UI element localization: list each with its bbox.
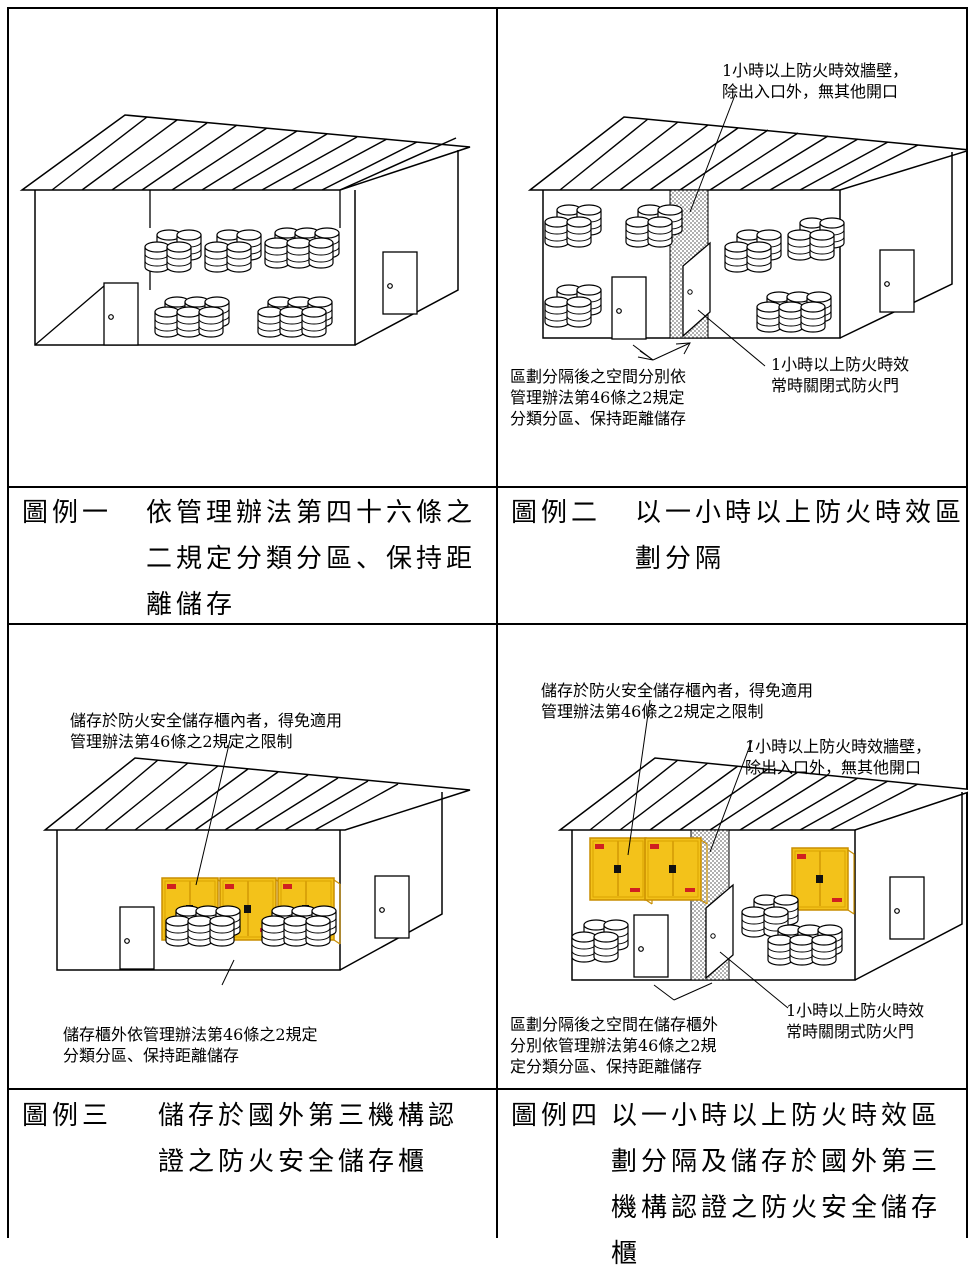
caption-label: 圖例三 [22, 1101, 113, 1131]
caption-panel-3: 圖例三 儲存於國外第三機構認證之防火安全儲存櫃 [22, 1093, 490, 1233]
panel-4-illustration [498, 625, 975, 1088]
annotation-divided-space: 區劃分隔後之空間分別依管理辦法第46條之2規定分類分區、保持距離儲存 [510, 367, 687, 428]
annotation-fire-wall: 1小時以上防火時效牆壁，除出入口外，無其他開口 [745, 737, 932, 777]
caption-text: 依管理辦法第四十六條之二規定分類分區、保持距離儲存 [146, 498, 477, 620]
caption-text: 以一小時以上防火時效區劃分隔 [635, 498, 966, 574]
annotation-divided-space: 區劃分隔後之空間在儲存櫃外分別依管理辦法第46條之2規定分類分區、保持距離儲存 [510, 1015, 719, 1076]
warehouse-illustration [19, 114, 471, 346]
table-row-divider [7, 623, 968, 625]
panel-2-illustration [498, 9, 971, 486]
annotation-fire-wall: 1小時以上防火時效牆壁，除出入口外，無其他開口 [722, 61, 909, 101]
annotation-cabinet-exemption: 儲存於防火安全儲存櫃內者，得免適用管理辦法第46條之2規定之限制 [70, 711, 343, 751]
table-row-divider [7, 486, 968, 488]
panel-1-illustration [9, 9, 496, 486]
caption-label: 圖例四 [511, 1101, 602, 1131]
annotation-fire-door: 1小時以上防火時效常時關閉式防火門 [771, 355, 910, 395]
warehouse-illustration [557, 699, 975, 1009]
caption-label: 圖例一 [22, 498, 113, 528]
table-column-divider [496, 7, 498, 1238]
caption-panel-4: 圖例四 以一小時以上防火時效區劃分隔及儲存於國外第三機構認證之防火安全儲存櫃 [511, 1093, 963, 1269]
caption-panel-1: 圖例一 依管理辦法第四十六條之二規定分類分區、保持距離儲存 [22, 490, 490, 620]
caption-text: 儲存於國外第三機構認證之防火安全儲存櫃 [158, 1101, 459, 1177]
caption-label: 圖例二 [511, 498, 602, 528]
annotation-cabinet-exemption: 儲存於防火安全儲存櫃內者，得免適用管理辦法第46條之2規定之限制 [541, 681, 814, 721]
caption-text: 以一小時以上防火時效區劃分隔及儲存於國外第三機構認證之防火安全儲存櫃 [611, 1101, 942, 1269]
caption-panel-2: 圖例二 以一小時以上防火時效區劃分隔 [511, 490, 963, 620]
annotation-fire-door: 1小時以上防火時效常時關閉式防火門 [786, 1001, 925, 1041]
warehouse-illustration [527, 94, 971, 367]
table-row-divider [7, 1088, 968, 1090]
legend-table [7, 7, 968, 1238]
panel-3-illustration [9, 625, 496, 1088]
warehouse-illustration [42, 739, 471, 986]
table-frame [7, 7, 968, 1238]
annotation-outside-cabinet: 儲存櫃外依管理辦法第46條之2規定分類分區、保持距離儲存 [63, 1025, 318, 1065]
